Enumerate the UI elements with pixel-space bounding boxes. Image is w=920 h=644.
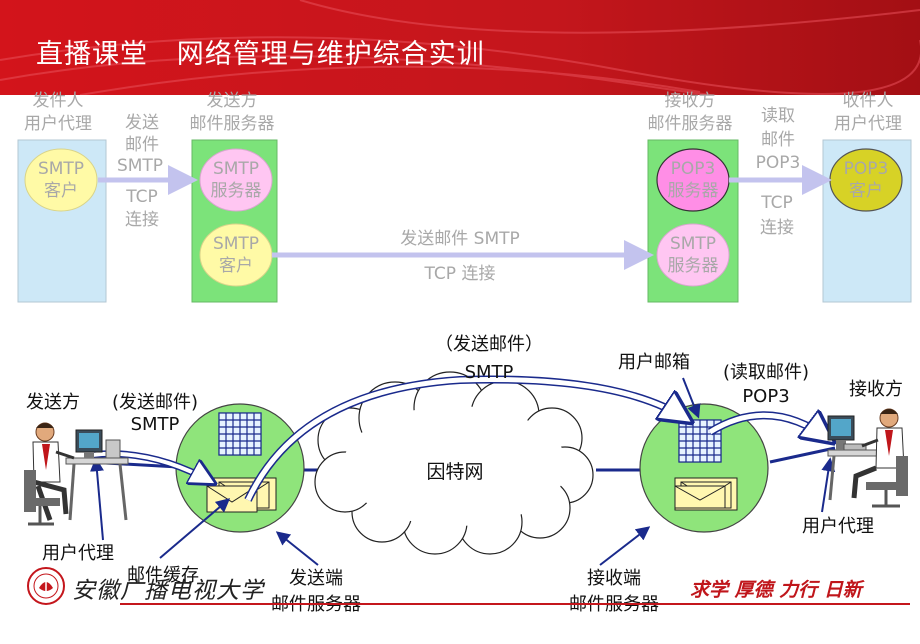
sender-server-caption-1: 发送方 — [207, 91, 258, 111]
send-server-grid-icon — [218, 412, 262, 456]
smtp-client-node — [24, 148, 98, 212]
user-mailbox-grid-icon — [678, 419, 722, 463]
user-agent-right-pointer — [821, 457, 836, 513]
read-mail-label-2: POP3 — [742, 386, 789, 407]
smtp-server-recv-label-1: SMTP — [670, 234, 716, 254]
pop3-read-arrow — [708, 415, 830, 440]
link2-label-below: TCP 连接 — [424, 264, 496, 284]
sender-label: 发送方 — [26, 392, 80, 413]
user-agent-left-label: 用户代理 — [42, 543, 114, 564]
internet-label: 因特网 — [426, 461, 483, 483]
receiver-server-caption-1: 接收方 — [665, 91, 716, 111]
user-mailbox-pointer — [682, 377, 701, 419]
header-banner — [0, 0, 920, 95]
receiver-server-caption-2: 邮件服务器 — [648, 114, 733, 134]
send-server-pointer — [275, 531, 319, 566]
receiver-person-computer-icon — [827, 408, 908, 508]
link1-label-1: 发送 — [125, 113, 159, 133]
pop3-client-node-label-1: POP3 — [844, 159, 889, 179]
link1-label-3: SMTP — [117, 156, 163, 176]
link3-label-2: 邮件 — [761, 130, 795, 150]
recv-server-label-1: 接收端 — [587, 568, 641, 589]
link3-label-5: 连接 — [760, 218, 794, 238]
page-title: 直播课堂 网络管理与维护综合实训 — [36, 39, 485, 70]
smtp-server-recv-node — [656, 223, 730, 287]
school-seal-icon — [27, 567, 65, 605]
school-motto: 求学 厚德 力行 日新 — [690, 579, 862, 601]
mail-cache-label: 邮件缓存 — [127, 565, 199, 586]
smtp-server-node-label-1: SMTP — [213, 159, 259, 179]
sender-server-caption-2: 邮件服务器 — [190, 114, 275, 134]
sender-agent-caption-2: 用户代理 — [24, 114, 92, 134]
link3-label-1: 读取 — [761, 106, 795, 126]
link1-label-2: 邮件 — [125, 135, 159, 155]
smtp-client-relay-label-2: 客户 — [219, 256, 253, 276]
agent-to-server-arrow — [91, 451, 212, 482]
link1-label-5: 连接 — [125, 210, 159, 230]
send-mail-label-2: SMTP — [131, 414, 180, 435]
receiver-agent-caption-1: 收件人 — [843, 91, 894, 111]
pop3-server-node-label-1: POP3 — [671, 159, 716, 179]
lan-line-right — [769, 446, 836, 464]
recv-server-pointer — [599, 526, 651, 566]
pop3-server-node-label-2: 服务器 — [668, 181, 719, 201]
internet-send-label-2: SMTP — [465, 362, 514, 383]
smtp-client-node-label-2: 客户 — [44, 181, 78, 201]
smtp-server-recv-label-2: 服务器 — [668, 256, 719, 276]
link3-label-3: POP3 — [756, 153, 801, 173]
sender-person-computer-icon — [24, 422, 129, 526]
link3-label-4: TCP — [760, 193, 793, 213]
smtp-server-node — [199, 148, 273, 212]
receiver-label: 接收方 — [849, 379, 903, 400]
send-server-label-1: 发送端 — [289, 568, 343, 589]
internet-send-label-1: （发送邮件） — [435, 334, 543, 355]
user-agent-left-pointer — [90, 457, 104, 541]
smtp-client-relay-label-1: SMTP — [213, 234, 259, 254]
mail-cache-pointer — [159, 498, 231, 559]
sender-agent-caption-1: 发件人 — [33, 91, 84, 111]
recv-mail-envelope-icon — [674, 477, 738, 511]
pop3-client-node-label-2: 客户 — [849, 181, 883, 201]
send-mail-cache-envelope-icon — [206, 477, 277, 513]
read-mail-label-1: (读取邮件) — [723, 362, 809, 383]
link1-label-4: TCP — [125, 187, 158, 207]
smtp-server-node-label-2: 服务器 — [211, 181, 262, 201]
internet-cloud — [314, 371, 594, 555]
smtp-client-node-label-1: SMTP — [38, 159, 84, 179]
user-mailbox-label: 用户邮箱 — [618, 352, 690, 373]
receiver-agent-caption-2: 用户代理 — [834, 114, 902, 134]
send-mail-label-1: (发送邮件) — [112, 392, 198, 413]
link2-label-above: 发送邮件 SMTP — [400, 229, 520, 249]
smtp-transfer-arrow — [245, 377, 688, 502]
school-name: 安徽广播电视大学 — [72, 578, 264, 604]
user-agent-right-label: 用户代理 — [802, 516, 874, 537]
